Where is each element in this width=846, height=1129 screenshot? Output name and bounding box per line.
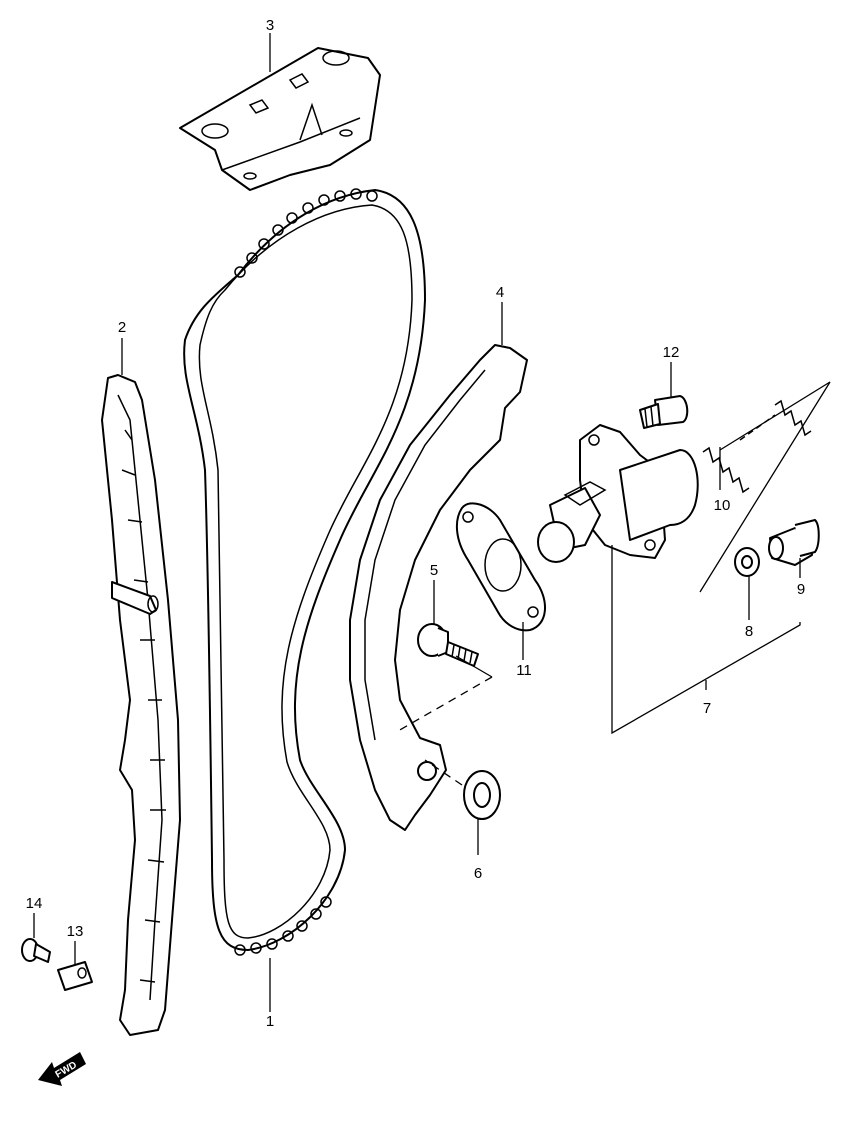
callout-8: 8	[745, 623, 753, 640]
callout-5: 5	[430, 562, 438, 579]
part-11-gasket	[455, 502, 547, 632]
chain-links-bottom	[234, 896, 332, 956]
part-3-chain-guide-top	[179, 47, 381, 191]
fwd-direction-badge: FWD	[38, 1052, 86, 1086]
part-6-washer	[463, 770, 501, 820]
callout-4: 4	[496, 284, 504, 301]
leader-lines	[33, 33, 831, 1012]
part-13-lock-plate	[57, 961, 93, 991]
part-5-pivot-bolt	[417, 623, 479, 667]
part-1-cam-chain	[183, 188, 426, 956]
part-10-spring	[702, 399, 812, 494]
callout-1: 1	[266, 1013, 274, 1030]
callout-2: 2	[118, 319, 126, 336]
part-14-screw	[21, 938, 51, 963]
callout-12: 12	[663, 344, 680, 361]
part-9-plug-bolt	[768, 519, 820, 566]
callout-9: 9	[797, 581, 805, 598]
callout-labels: 3 2 4 12 10 5 11 8 9 7 6 1 14 13	[26, 17, 806, 1030]
callout-14: 14	[26, 895, 43, 912]
chain-links-top	[234, 188, 378, 278]
part-2-chain-guide-front	[101, 374, 181, 1036]
callout-7: 7	[703, 700, 711, 717]
part-8-washer	[734, 547, 760, 577]
part-7-tensioner-assembly	[537, 424, 699, 563]
callout-6: 6	[474, 865, 482, 882]
callout-13: 13	[67, 923, 84, 940]
part-4-tensioner-arm	[349, 344, 528, 831]
fwd-label: FWD	[54, 1060, 79, 1081]
callout-11: 11	[516, 662, 532, 679]
callout-3: 3	[266, 17, 274, 34]
part-12-bolt	[639, 395, 689, 429]
fwd-arrow-icon	[38, 1052, 86, 1086]
callout-10: 10	[714, 497, 731, 514]
